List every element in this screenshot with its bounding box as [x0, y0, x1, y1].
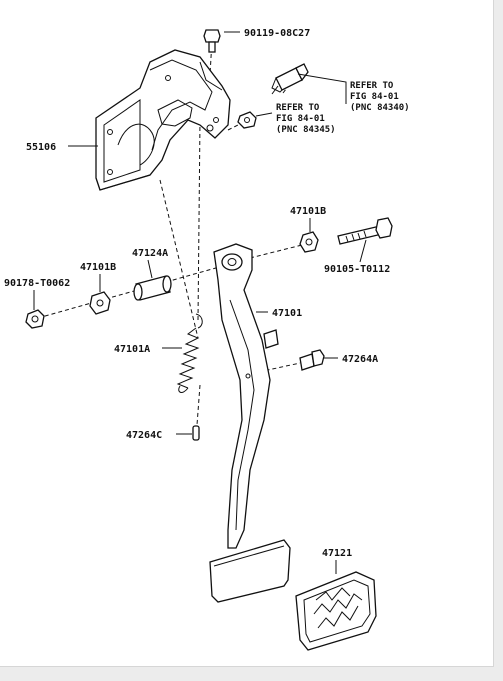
clip-nut	[237, 111, 257, 129]
bracket-55106	[95, 49, 231, 191]
label-bolt-right: 90105-T0112	[324, 264, 390, 275]
label-pin: 47264C	[126, 430, 162, 441]
label-ref-lower-2: FIG 84-01	[276, 114, 325, 124]
bushing-right	[299, 231, 319, 253]
label-nut-left: 90178-T0062	[4, 278, 70, 289]
label-bushing-left: 47101B	[80, 262, 116, 273]
pin-47264c	[192, 425, 200, 441]
label-bracket: 55106	[26, 142, 56, 153]
return-spring-47101a	[176, 313, 203, 393]
nut-left	[25, 309, 45, 329]
bolt-right	[337, 217, 393, 245]
bolt-top	[203, 29, 221, 53]
bushing-left	[89, 291, 111, 315]
callout-labels: 90119-08C27 55106 REFER TO FIG 84-01 (PN…	[4, 28, 410, 559]
label-ref-upper-2: FIG 84-01	[350, 92, 399, 102]
pedal-arm-47101	[213, 243, 279, 549]
label-stopper-bolt: 47264A	[342, 354, 378, 365]
pedal-assembly-diagram: 90119-08C27 55106 REFER TO FIG 84-01 (PN…	[4, 28, 410, 651]
label-ref-upper-3: (PNC 84340)	[350, 103, 410, 113]
pedal-pad-mounted	[209, 539, 291, 603]
label-pedal-arm: 47101	[272, 308, 302, 319]
pedal-pad-47121	[295, 571, 377, 651]
collar-47124a	[133, 275, 172, 301]
label-pad: 47121	[322, 548, 352, 559]
leader-lines	[33, 31, 367, 574]
stopper-bolt-47264a	[299, 349, 325, 371]
label-bolt-top: 90119-08C27	[244, 28, 310, 39]
label-collar: 47124A	[132, 248, 168, 259]
stop-lamp-switch	[271, 63, 309, 95]
label-ref-lower-3: (PNC 84345)	[276, 125, 336, 135]
label-spring: 47101A	[114, 344, 150, 355]
label-ref-lower-1: REFER TO	[276, 103, 320, 113]
diagram-sheet: 90119-08C27 55106 REFER TO FIG 84-01 (PN…	[0, 0, 494, 667]
label-bushing-right: 47101B	[290, 206, 326, 217]
label-ref-upper-1: REFER TO	[350, 81, 394, 91]
